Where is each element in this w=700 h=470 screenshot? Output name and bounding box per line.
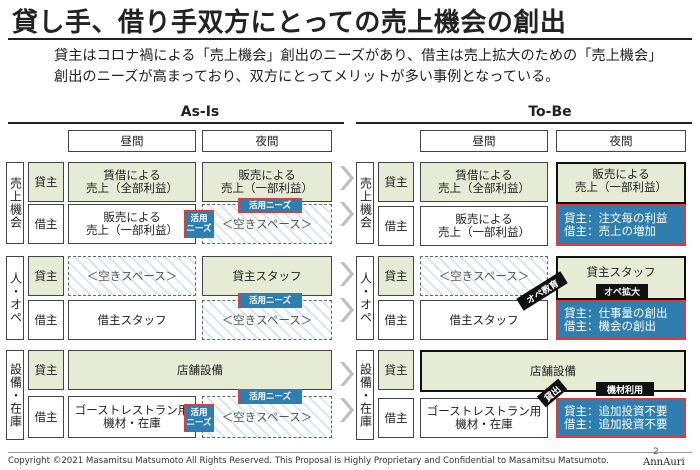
tobe-col-day: 昼間 xyxy=(420,130,548,152)
tobe-ops-lender-night: 貸主スタッフ xyxy=(556,256,686,300)
tobe-tag-ope-expand: オペ拡大 xyxy=(596,284,648,298)
tobe-divider xyxy=(356,122,692,124)
asis-equip-lender-label: 貸主 xyxy=(28,350,64,390)
tobe-heading: To-Be xyxy=(528,104,572,120)
asis-group-sales: 売上機会 xyxy=(6,162,24,244)
asis-ops-borrower-night-empty: ＜空きスペース＞ xyxy=(202,300,332,340)
tobe-lender-label: 貸主 xyxy=(378,162,414,202)
asis-borrower-label: 借主 xyxy=(28,204,64,244)
tobe-equip-borrower-label: 借主 xyxy=(378,398,414,438)
tobe-group-ops: 人・オペ xyxy=(356,256,374,340)
asis-tag-use-needs-2: 活用ニーズ xyxy=(238,293,302,308)
tobe-ops-lender-label: 貸主 xyxy=(378,256,414,296)
tobe-col-night: 夜間 xyxy=(556,130,686,152)
asis-equip-lender: 店舗設備 xyxy=(68,350,332,390)
tobe-equip-night-benefit: 貸主：追加投資不要 借主：追加投資不要 xyxy=(556,398,686,438)
tobe-group-equip: 設備・在庫 xyxy=(356,350,374,440)
footer-divider xyxy=(8,452,692,453)
asis-ops-lender-day-empty: ＜空きスペース＞ xyxy=(68,256,196,296)
asis-ops-lender-night: 貸主スタッフ xyxy=(202,256,332,296)
asis-ops-borrower-day: 借主スタッフ xyxy=(68,300,196,340)
asis-tag-use-needs-1: 活用ニーズ xyxy=(238,198,302,213)
asis-ops-lender-label: 貸主 xyxy=(28,256,64,296)
tobe-equip-lender-label: 貸主 xyxy=(378,350,414,390)
asis-sales-lender-day: 賃借による 売上（全部利益） xyxy=(68,162,196,202)
page-title: 貸し手、借り手双方にとっての売上機会の創出 xyxy=(12,8,567,38)
tobe-tag-equip-use: 機材利用 xyxy=(596,382,654,396)
asis-ops-borrower-label: 借主 xyxy=(28,300,64,340)
asis-sales-lender-night: 販売による 売上（一部利益） xyxy=(202,162,332,202)
asis-col-night: 夜間 xyxy=(202,130,332,152)
asis-sales-borrower-day: 販売による 売上（一部利益） xyxy=(68,204,196,244)
asis-tag-use-needs-side-2: 活用 ニーズ xyxy=(184,404,214,432)
title-divider xyxy=(8,38,692,40)
asis-heading: As-Is xyxy=(180,104,220,120)
tobe-sales-lender-night: 販売による 売上（一部利益） xyxy=(556,162,686,204)
tobe-ops-night-benefit: 貸主：仕事量の創出 借主：機会の創出 xyxy=(556,300,686,340)
tobe-sales-night-benefit: 貸主：注文毎の利益 借主：売上の増加 xyxy=(556,204,686,246)
tobe-equip-borrower-day: ゴーストレストラン用 機材・在庫 xyxy=(420,398,548,438)
asis-group-ops: 人・オペ xyxy=(6,256,24,340)
asis-tag-use-needs-3: 活用ニーズ xyxy=(238,389,302,404)
asis-divider xyxy=(8,122,344,124)
company-logo: AnnAuri xyxy=(643,457,685,468)
tobe-ops-borrower-label: 借主 xyxy=(378,300,414,340)
tobe-borrower-label: 借主 xyxy=(378,206,414,246)
asis-equip-borrower-day: ゴーストレストラン用 機材・在庫 xyxy=(68,396,196,438)
asis-group-equip: 設備・在庫 xyxy=(6,350,24,440)
transition-arrows xyxy=(340,166,354,422)
tobe-sales-borrower-day: 販売による 売上（一部利益） xyxy=(420,206,548,246)
page-number: 2 xyxy=(653,447,659,457)
asis-lender-label: 貸主 xyxy=(28,162,64,202)
tobe-ops-lender-day-empty: ＜空きスペース＞ xyxy=(420,256,548,296)
tobe-group-sales: 売上機会 xyxy=(356,162,374,244)
asis-equip-borrower-label: 借主 xyxy=(28,396,64,438)
tobe-sales-lender-day: 賃借による 売上（全部利益） xyxy=(420,162,548,202)
asis-col-day: 昼間 xyxy=(68,130,196,152)
subtitle: 貸主はコロナ禍による「売上機会」創出のニーズがあり、借主は売上拡大のための「売上… xyxy=(54,48,663,85)
asis-tag-use-needs-side-1: 活用 ニーズ xyxy=(184,210,214,238)
copyright: Copyright ©2021 Masamitsu Matsumoto All … xyxy=(8,456,609,466)
